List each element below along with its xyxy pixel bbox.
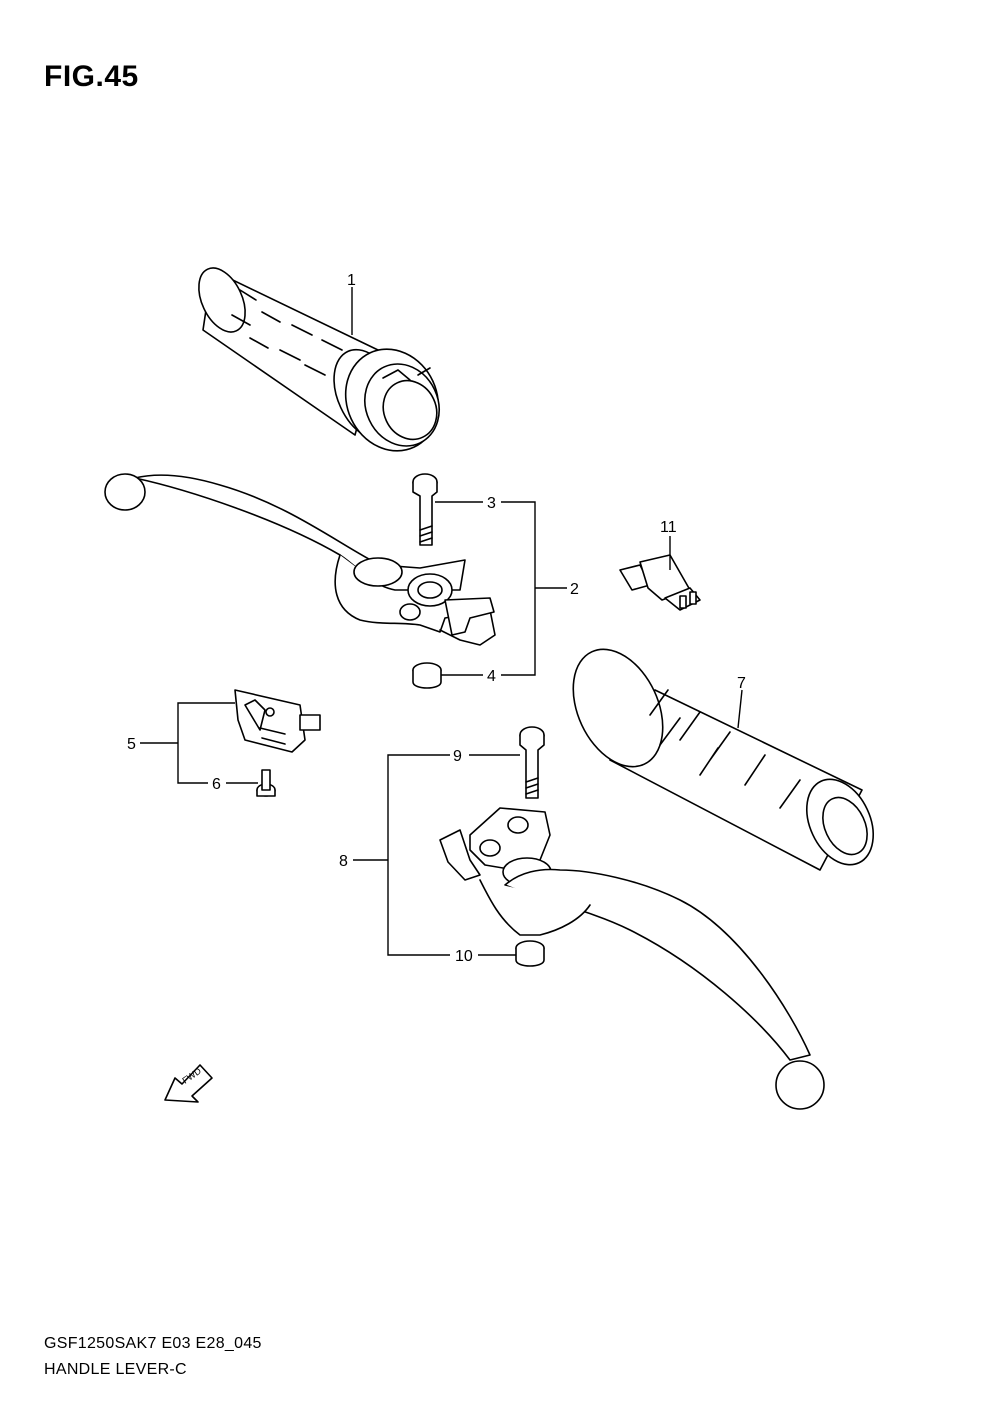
- figure-title: FIG.45: [44, 60, 139, 93]
- leader-lines: [140, 287, 743, 956]
- callout-6[interactable]: 6: [212, 776, 221, 793]
- callout-9[interactable]: 9: [453, 748, 462, 765]
- callout-2[interactable]: 2: [570, 581, 579, 598]
- clutch-bolt-drawing[interactable]: [412, 473, 438, 546]
- grip-right-drawing[interactable]: [556, 635, 887, 876]
- callouts: 1 2 3 4 5 6 7 8 9 10 11: [127, 272, 746, 965]
- callout-8[interactable]: 8: [339, 853, 348, 870]
- callout-5[interactable]: 5: [127, 736, 136, 753]
- fwd-arrow-icon: FWD: [164, 1064, 213, 1103]
- callout-10[interactable]: 10: [455, 948, 473, 965]
- brake-bolt-drawing[interactable]: [519, 726, 545, 799]
- figure-code: GSF1250SAK7 E03 E28_045: [44, 1335, 262, 1352]
- figure-name: HANDLE LEVER-C: [44, 1361, 187, 1378]
- brake-lever-drawing[interactable]: [439, 807, 825, 1110]
- clutch-nut-drawing[interactable]: [412, 662, 442, 689]
- leader-7: [737, 689, 743, 729]
- callout-11[interactable]: 11: [660, 519, 677, 536]
- bracket-5: [177, 702, 235, 784]
- bracket-8: [387, 754, 450, 956]
- clutch-switch-drawing[interactable]: [234, 689, 321, 753]
- clutch-lever-drawing[interactable]: [104, 473, 496, 646]
- grip-left-drawing[interactable]: [190, 261, 455, 466]
- callout-4[interactable]: 4: [487, 668, 496, 685]
- switch-screw-drawing[interactable]: [256, 769, 276, 797]
- callout-1[interactable]: 1: [347, 272, 356, 289]
- brake-nut-drawing[interactable]: [515, 940, 545, 967]
- callout-7[interactable]: 7: [737, 675, 746, 692]
- callout-3[interactable]: 3: [487, 495, 496, 512]
- bracket-2: [501, 501, 536, 676]
- brake-switch-drawing[interactable]: [619, 554, 701, 611]
